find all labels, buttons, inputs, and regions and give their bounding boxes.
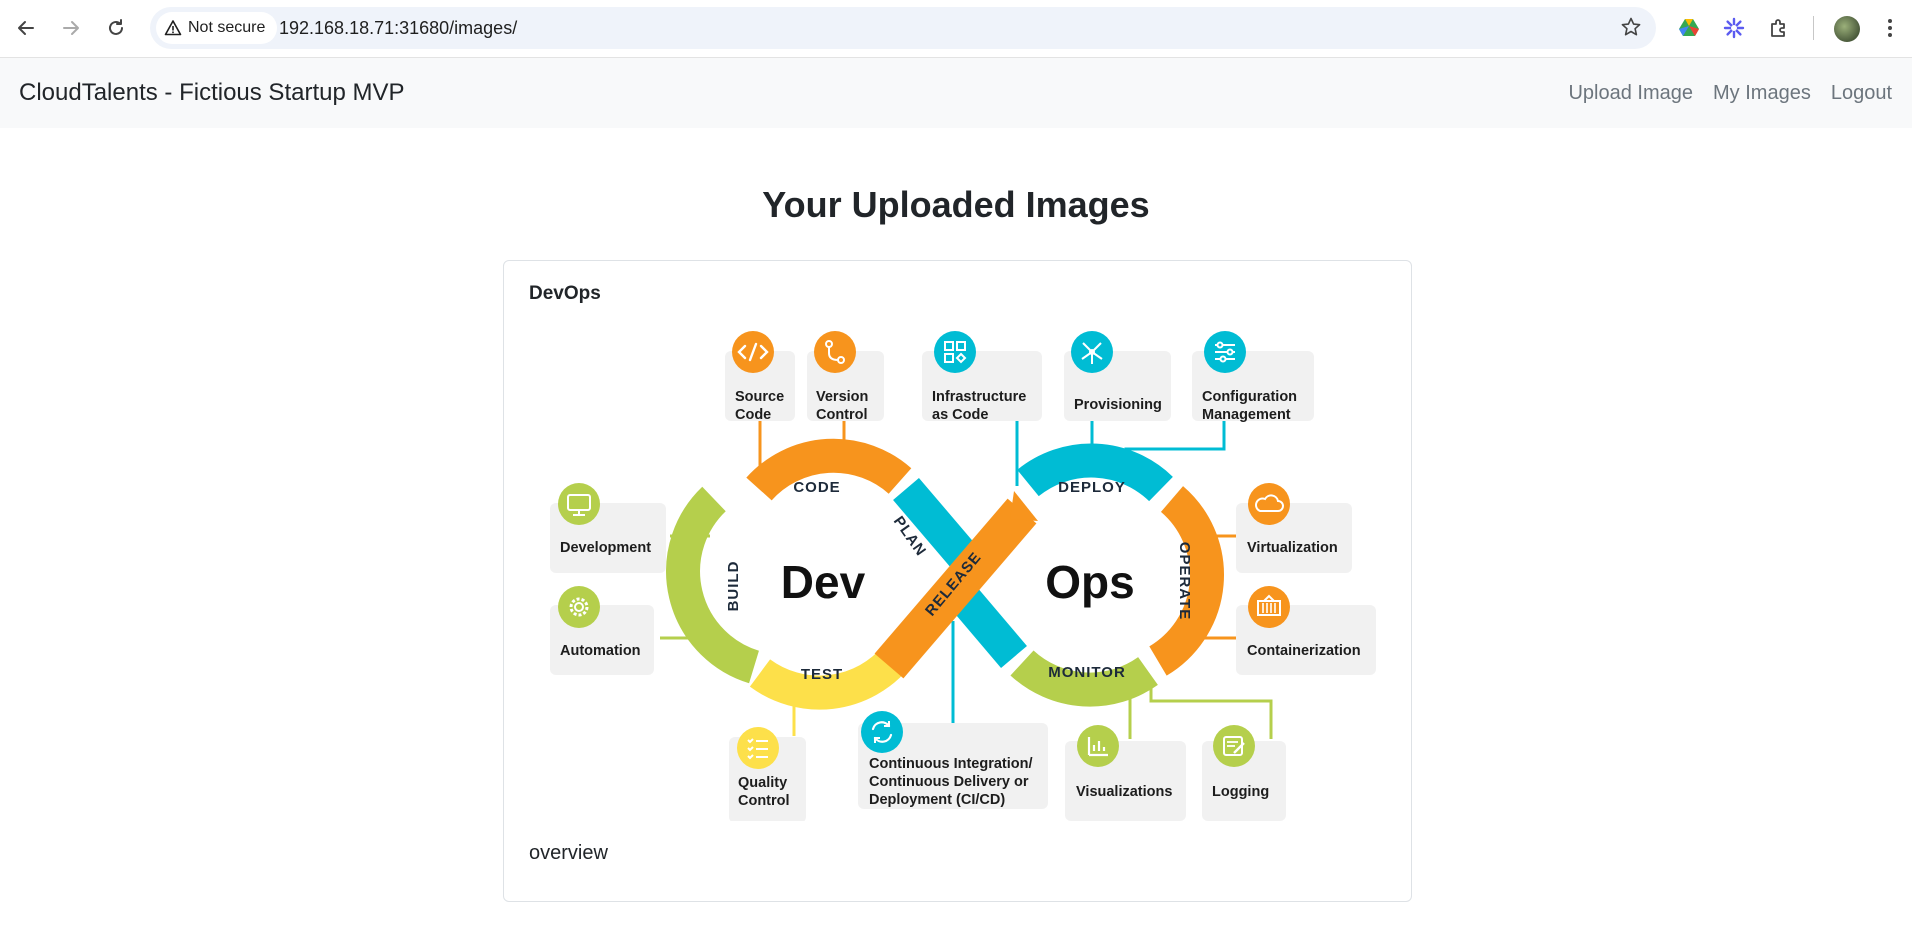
profile-avatar[interactable] — [1834, 16, 1860, 42]
dev-loop — [666, 438, 977, 710]
devops-infinity-diagram: CODE PLAN BUILD TEST RELEASE DEPLOY OPER… — [550, 331, 1376, 821]
security-label: Not secure — [188, 19, 266, 36]
center-ops: Ops — [1045, 556, 1134, 608]
label-source-code-1: Source — [735, 389, 784, 405]
stage-build: BUILD — [725, 561, 742, 612]
extension-sparkle-icon[interactable] — [1720, 14, 1748, 42]
extensions-puzzle-icon[interactable] — [1765, 14, 1793, 42]
browser-menu-icon[interactable] — [1880, 14, 1900, 42]
reload-button[interactable] — [99, 11, 133, 45]
browser-toolbar: Not secure 192.168.18.71:31680/images/ — [0, 0, 1912, 58]
container-icon — [1248, 586, 1290, 628]
label-visualizations: Visualizations — [1076, 784, 1172, 800]
label-source-code-2: Code — [735, 407, 771, 423]
label-version-control-1: Version — [816, 389, 868, 405]
git-branch-icon — [814, 331, 856, 373]
card-description: overview — [529, 842, 608, 864]
stage-test: TEST — [801, 666, 843, 683]
infrastructure-blocks-icon — [934, 331, 976, 373]
label-logging: Logging — [1212, 784, 1269, 800]
address-bar[interactable]: Not secure 192.168.18.71:31680/images/ — [150, 7, 1656, 49]
card-title: DevOps — [529, 283, 601, 304]
stage-monitor: MONITOR — [1048, 664, 1126, 681]
box-cicd — [858, 723, 1048, 809]
arrow-left-icon — [18, 21, 34, 35]
security-indicator[interactable]: Not secure — [156, 12, 278, 44]
brand-title[interactable]: CloudTalents - Fictious Startup MVP — [19, 79, 405, 106]
cloud-icon — [1248, 483, 1290, 525]
nav-upload-image[interactable]: Upload Image — [1568, 81, 1694, 104]
warning-icon — [164, 20, 182, 36]
extension-drive-icon[interactable] — [1675, 14, 1703, 42]
monitor-code-icon — [558, 483, 600, 525]
nav-links: Upload Image My Images Logout — [1568, 58, 1892, 128]
label-virtualization: Virtualization — [1247, 540, 1338, 556]
label-config-1: Configuration — [1202, 389, 1297, 405]
label-cicd-1: Continuous Integration/ — [869, 756, 1033, 772]
page-title: Your Uploaded Images — [762, 184, 1150, 225]
label-provisioning: Provisioning — [1074, 397, 1162, 413]
code-brackets-icon — [732, 331, 774, 373]
stage-operate: OPERATE — [1176, 542, 1193, 620]
label-containerization: Containerization — [1247, 643, 1361, 659]
label-iac-1: Infrastructure — [932, 389, 1026, 405]
log-edit-icon — [1213, 725, 1255, 767]
nav-logout[interactable]: Logout — [1830, 81, 1892, 104]
network-nodes-icon — [1071, 331, 1113, 373]
stage-code: CODE — [793, 479, 840, 496]
diagram-icons — [558, 331, 1290, 769]
center-dev: Dev — [781, 556, 866, 608]
label-config-2: Management — [1202, 407, 1291, 423]
url-text[interactable]: 192.168.18.71:31680/images/ — [279, 18, 518, 38]
release-band — [874, 498, 1037, 679]
bookmark-star-icon[interactable] — [1620, 16, 1642, 43]
label-qc-2: Control — [738, 793, 790, 809]
label-automation: Automation — [560, 643, 641, 659]
app-navbar: CloudTalents - Fictious Startup MVP Uplo… — [0, 58, 1912, 128]
forward-button[interactable] — [54, 11, 88, 45]
label-cicd-2: Continuous Delivery or — [869, 774, 1029, 790]
checklist-icon — [737, 727, 779, 769]
nav-my-images[interactable]: My Images — [1713, 81, 1811, 104]
back-button[interactable] — [9, 11, 43, 45]
arrow-right-icon — [63, 21, 79, 35]
release-arrowhead — [1010, 491, 1038, 521]
bar-chart-icon — [1077, 725, 1119, 767]
image-card: Dev Ops — [503, 260, 1412, 902]
label-development: Development — [560, 540, 651, 556]
sliders-icon — [1204, 331, 1246, 373]
label-cicd-3: Deployment (CI/CD) — [869, 792, 1005, 808]
refresh-cycle-icon — [861, 711, 903, 753]
stage-deploy: DEPLOY — [1058, 479, 1126, 496]
label-iac-2: as Code — [932, 407, 988, 423]
label-qc-1: Quality — [738, 775, 787, 791]
toolbar-divider — [1813, 16, 1814, 40]
label-version-control-2: Control — [816, 407, 868, 423]
gear-icon — [558, 586, 600, 628]
reload-icon — [109, 19, 123, 35]
